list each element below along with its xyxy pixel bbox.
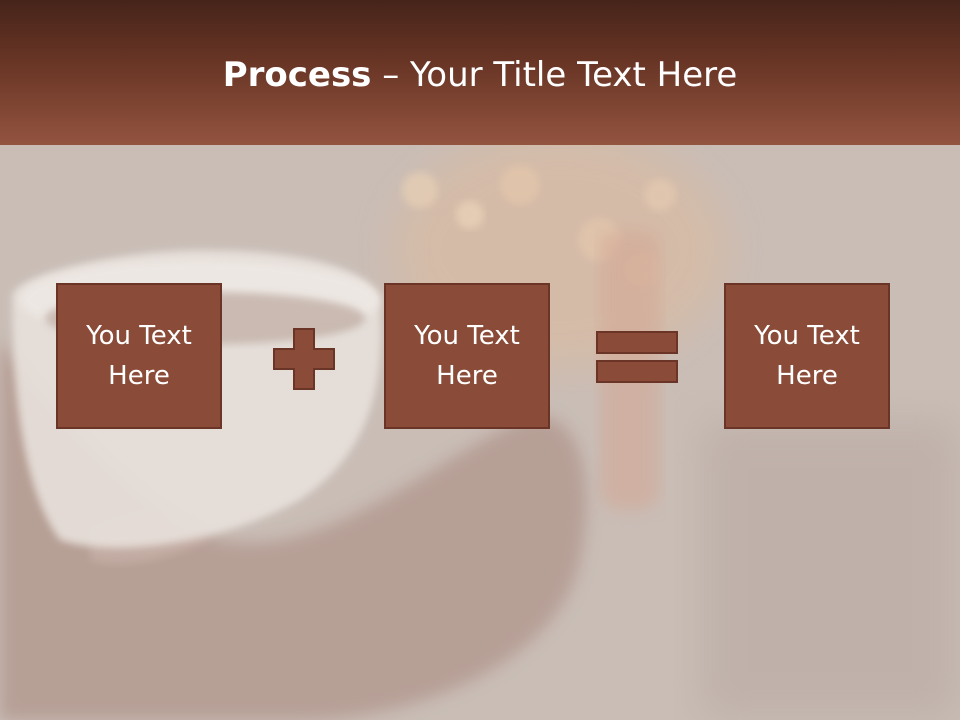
process-box-1-label: You Text Here: [86, 321, 192, 391]
title-rest: – Your Title Text Here: [371, 55, 738, 95]
title-bar: Process – Your Title Text Here: [0, 0, 960, 145]
equals-icon: [596, 331, 678, 383]
title-bold: Process: [222, 55, 372, 95]
process-box-2-label: You Text Here: [414, 321, 520, 391]
process-box-2[interactable]: You Text Here: [384, 283, 550, 429]
plus-icon: [273, 328, 335, 390]
process-box-1[interactable]: You Text Here: [56, 283, 222, 429]
process-box-3-label: You Text Here: [754, 321, 860, 391]
process-box-3[interactable]: You Text Here: [724, 283, 890, 429]
page-title: Process – Your Title Text Here: [0, 50, 960, 100]
